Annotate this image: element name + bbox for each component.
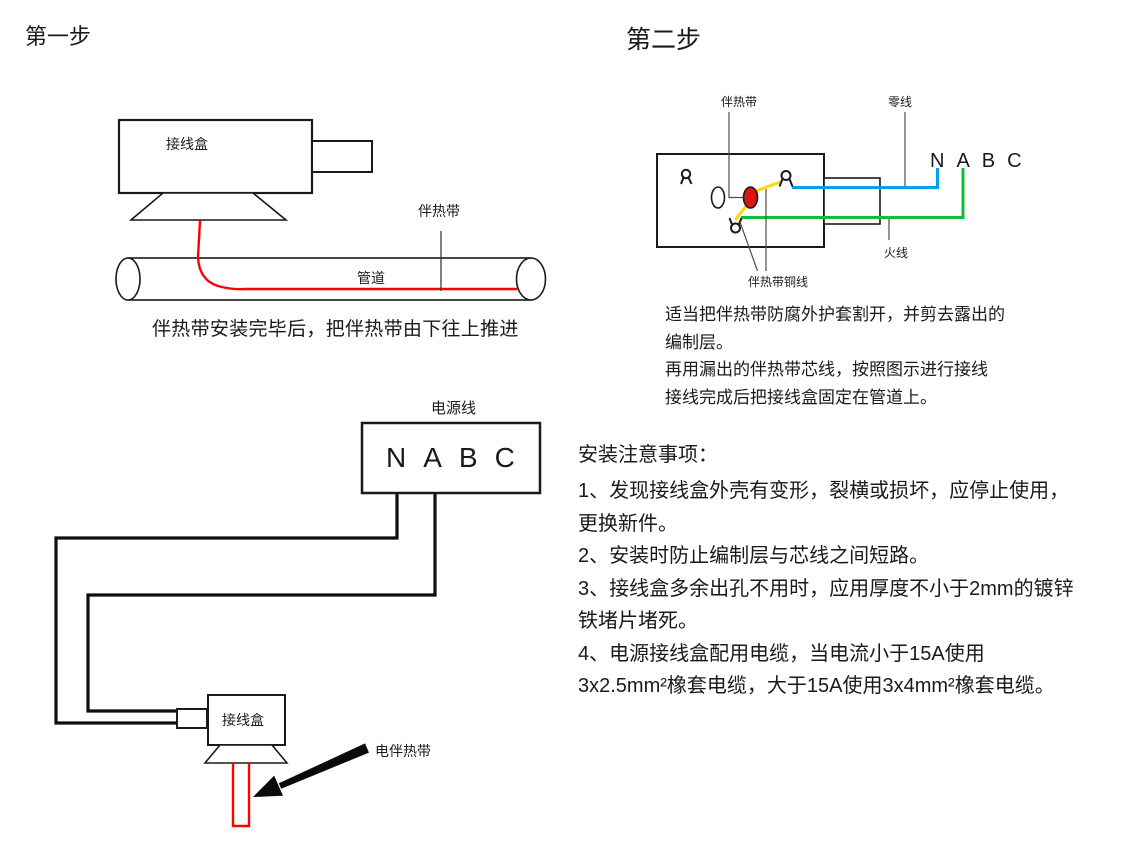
step2-pointer-lines bbox=[728, 112, 906, 272]
step2-terminal-bottom bbox=[728, 217, 743, 234]
notes-line: 2、安装时防止编制层与芯线之间短路。 bbox=[578, 545, 930, 567]
notes-line: 4、电源接线盒配用电缆，当电流小于15A使用 bbox=[578, 642, 985, 665]
step1-heat-band-cable bbox=[196, 219, 519, 291]
step2-live-wire-green bbox=[741, 168, 965, 219]
notes-list: 1、发现接线盒外壳有变形，裂横或损坏，应停止使用， 更换新件。 2、安装时防止编… bbox=[578, 475, 1074, 703]
step2-copper-jumper-bottom bbox=[734, 203, 749, 221]
step2-copper-pointer-diagonal bbox=[739, 221, 759, 272]
notes-line: 铁堵片堵死。 bbox=[578, 610, 698, 632]
step2-heat-band-label: 伴热带 bbox=[721, 95, 758, 109]
step1-mounting-base bbox=[128, 192, 289, 221]
step2-terminal-right bbox=[778, 170, 794, 187]
step2-core-white bbox=[710, 186, 726, 209]
power-wire-2 bbox=[86, 493, 437, 713]
step2-description-line: 编制层。 bbox=[665, 332, 733, 352]
power-cable-gland bbox=[176, 708, 208, 729]
step1-pipe-label: 管道 bbox=[357, 270, 385, 286]
notes-heading: 安装注意事项： bbox=[578, 444, 718, 466]
heat-band-arrow-head bbox=[253, 775, 283, 797]
step2-live-wire-label: 火线 bbox=[884, 246, 909, 260]
power-line-label: 电源线 bbox=[431, 400, 477, 417]
power-mounting-base bbox=[203, 744, 289, 764]
power-diagram bbox=[54, 421, 542, 828]
step2-description: 适当把伴热带防腐外护套割开，并剪去露出的 编制层。 再用漏出的伴热带芯线，按照图… bbox=[665, 301, 1005, 411]
power-junction-box-label: 接线盒 bbox=[222, 712, 264, 728]
step1-diagram bbox=[115, 118, 547, 301]
step1-pipe-body bbox=[127, 257, 532, 301]
heat-band-arrow-shaft bbox=[278, 743, 369, 789]
notes-line: 更换新件。 bbox=[578, 512, 678, 535]
notes-line: 3、接线盒多余出孔不用时，应用厚度不小于2mm的镀锌 bbox=[578, 577, 1074, 600]
power-wire-1 bbox=[54, 493, 399, 725]
step2-copper-wire-label: 伴热带铜线 bbox=[748, 275, 809, 289]
step1-caption: 伴热带安装完毕后，把伴热带由下往上推进 bbox=[152, 319, 519, 340]
step1-junction-box-label: 接线盒 bbox=[166, 136, 208, 152]
step1-pipe-end-left bbox=[115, 257, 141, 301]
step2-description-line: 适当把伴热带防腐外护套割开，并剪去露出的 bbox=[665, 305, 1005, 324]
step2-diagram bbox=[656, 112, 965, 272]
step2-description-line: 再用漏出的伴热带芯线，按照图示进行接线 bbox=[665, 360, 988, 379]
step2-terminal-letters: N A B C bbox=[930, 151, 1022, 171]
power-terminal-letters: N A B C bbox=[386, 444, 515, 472]
step2-junction-box-rect bbox=[656, 153, 825, 248]
notes-line: 1、发现接线盒外壳有变形，裂横或损坏，应停止使用， bbox=[578, 480, 1070, 502]
power-terminal-c: C bbox=[494, 442, 515, 473]
step2-description-line: 接线完成后把接线盒固定在管道上。 bbox=[665, 387, 937, 407]
power-heat-band-label: 电伴热带 bbox=[375, 743, 431, 759]
step2-terminal-a: A bbox=[956, 150, 970, 172]
step1-junction-box-stub bbox=[311, 140, 373, 173]
power-terminal-b: B bbox=[458, 442, 478, 473]
step1-heat-band-label: 伴热带 bbox=[418, 203, 460, 219]
notes-line: 3x2.5mm²橡套电缆，大于15A使用3x4mm²橡套电缆。 bbox=[578, 675, 1055, 697]
step1-pipe-end-right bbox=[515, 257, 547, 301]
step2-terminal-c: C bbox=[1007, 150, 1022, 172]
power-terminal-box-rect bbox=[360, 421, 542, 495]
power-heat-band-tube bbox=[231, 763, 251, 828]
step2-heat-band-pointer bbox=[728, 112, 743, 199]
step2-heat-band-core-red bbox=[742, 186, 759, 209]
step2-terminal-b: B bbox=[981, 150, 996, 172]
power-terminal-n: N bbox=[386, 442, 407, 473]
power-terminal-a: A bbox=[423, 442, 442, 473]
step2-terminal-n: N bbox=[930, 150, 945, 172]
power-junction-box-rect bbox=[207, 694, 286, 746]
step2-neutral-wire-blue bbox=[792, 168, 939, 189]
step1-title: 第一步 bbox=[25, 24, 92, 49]
step2-neutral-wire-label: 零线 bbox=[888, 95, 913, 109]
step2-title: 第二步 bbox=[626, 26, 702, 54]
step2-terminal-left bbox=[680, 168, 693, 185]
step1-junction-box-rect bbox=[117, 118, 314, 195]
